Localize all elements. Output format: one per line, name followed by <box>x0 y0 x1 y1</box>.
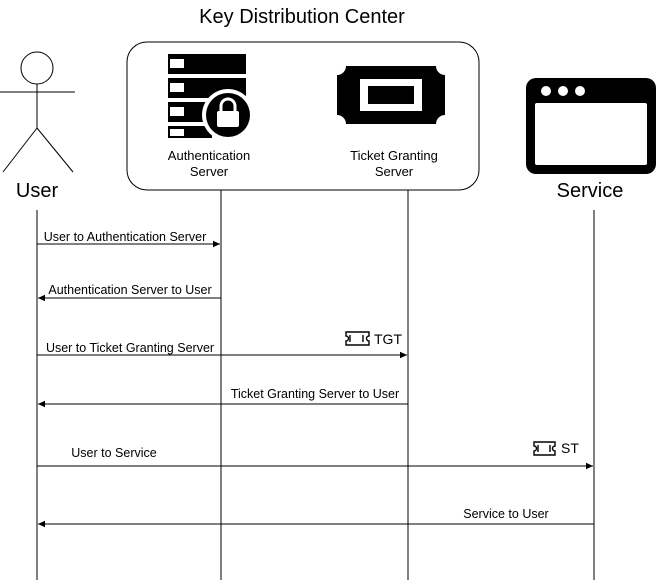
ticket-granting-server-label-line2: Server <box>375 164 414 179</box>
browser-window-icon <box>526 78 656 174</box>
ticket-granting-server-label-line1: Ticket Granting <box>350 148 438 163</box>
tgt-token-label: TGT <box>374 331 402 347</box>
st-token-label: ST <box>561 440 579 456</box>
message-label: User to Ticket Granting Server <box>46 341 214 355</box>
kdc-title: Key Distribution Center <box>199 6 405 28</box>
authentication-server-label-line1: Authentication <box>168 148 250 163</box>
ticket-icon <box>337 66 445 124</box>
server-lock-icon <box>168 54 254 141</box>
message-label: User to Authentication Server <box>44 230 207 244</box>
stick-figure-icon <box>0 51 75 173</box>
authentication-server-label-line2: Server <box>190 164 229 179</box>
ticket-small-icon <box>345 331 370 346</box>
service-label: Service <box>557 180 624 202</box>
user-label: User <box>16 180 59 202</box>
message-label: Ticket Granting Server to User <box>231 387 399 401</box>
message-label: User to Service <box>71 446 156 460</box>
message-label: Authentication Server to User <box>48 283 211 297</box>
ticket-small-icon <box>533 441 556 456</box>
message-label: Service to User <box>463 507 548 521</box>
